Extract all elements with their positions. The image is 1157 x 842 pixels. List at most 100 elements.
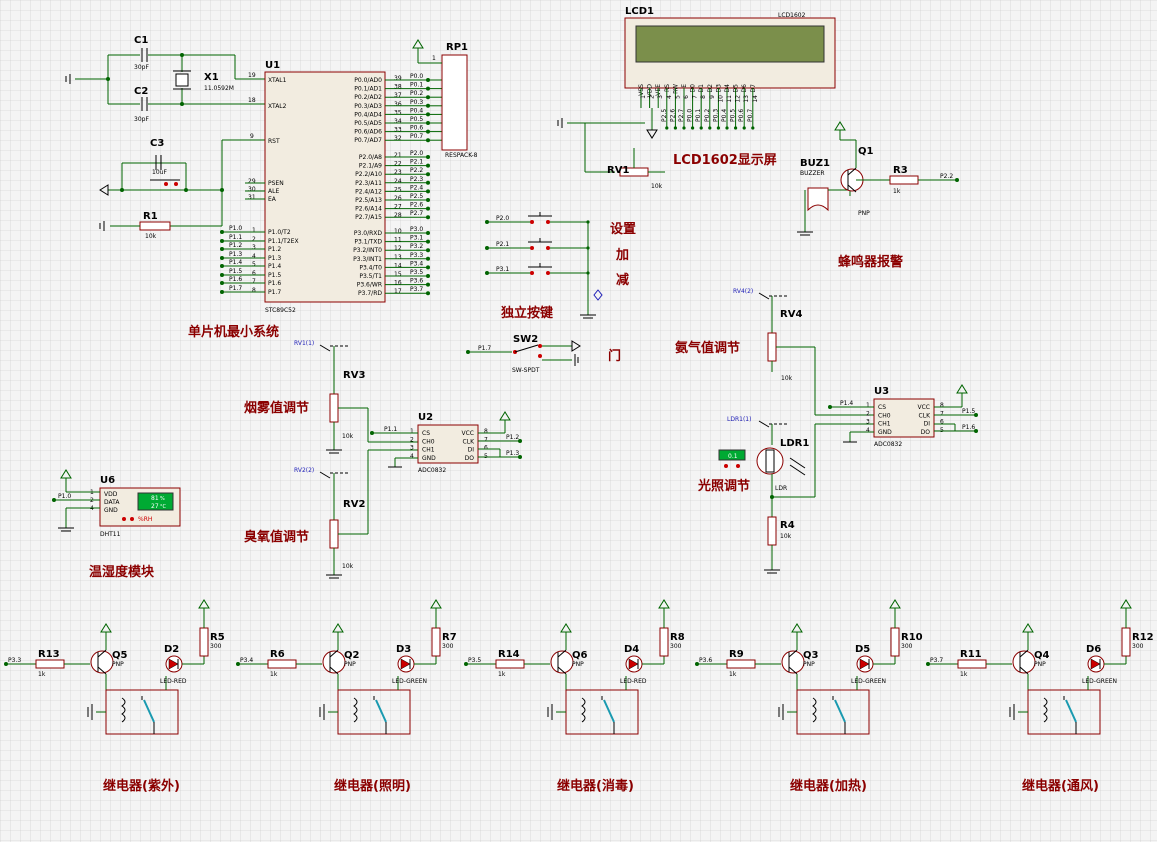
- mcu-left-pin-name: XTAL1: [268, 77, 287, 84]
- mcu-right-pin-num: 17: [394, 288, 402, 295]
- adc-pin-num: 1: [410, 428, 414, 435]
- mcu-right-pin-name: P0.5/AD5: [354, 120, 382, 127]
- mcu-right-pin-num: 25: [394, 186, 402, 193]
- dht-temperature: 27: [151, 503, 159, 510]
- mcu-right-net: P3.0: [410, 226, 423, 233]
- u3-part: ADC0832: [874, 441, 902, 448]
- mcu-right-pin-num: 26: [394, 195, 402, 202]
- mcu-left-net: P1.7: [229, 285, 242, 292]
- mcu-right-net: P2.0: [410, 150, 423, 157]
- mcu-right-pin-name: P2.7/A15: [355, 214, 382, 221]
- relay-rl-value: 300: [901, 643, 913, 650]
- mcu-left-pin-num: 30: [248, 186, 256, 193]
- mcu-right-pin-name: P2.0/A8: [359, 154, 382, 161]
- adc-pin-name: CLK: [463, 438, 476, 445]
- relay-led-part: LED-GREEN: [1082, 678, 1117, 685]
- u2-part: ADC0832: [418, 467, 446, 474]
- mcu-block-caption: 单片机最小系统: [188, 324, 279, 340]
- relay-net: P3.6: [699, 657, 712, 664]
- mcu-right-pin-name: P2.5/A13: [355, 197, 382, 204]
- lcd-pin-net: P2.5: [661, 109, 668, 122]
- smoke-adj-caption: 烟雾值调节: [244, 400, 309, 416]
- mcu-right-net: P0.0: [410, 73, 423, 80]
- dht-unit-deg: °C: [160, 504, 167, 510]
- mcu-left-pin-name: EA: [268, 196, 277, 203]
- mcu-left-pin-name: ALE: [268, 188, 279, 195]
- mcu-left-pin-name: P1.5: [268, 272, 281, 279]
- mcu-right-pin-name: P3.5/T1: [359, 273, 382, 280]
- mcu-left-pins: XTAL1XTAL2RSTPSEN29ALE30EA31P1.0/T21P1.0…: [220, 77, 299, 296]
- u3-net-clk: P1.5: [962, 408, 975, 415]
- lcd-contrast-circuit: RV1 10k: [557, 108, 665, 190]
- mcu-right-pin-num: 27: [394, 204, 402, 211]
- u2-ref: U2: [418, 412, 433, 423]
- mcu-left-pin-num: 31: [248, 194, 256, 201]
- u6-pin-gnd: GND: [104, 507, 118, 514]
- lcd-pin-num: 6: [683, 95, 690, 99]
- adc-pin-num: 8: [484, 428, 488, 435]
- mcu-left-pin-num: 2: [252, 236, 256, 243]
- mcu-right-pin-num: 10: [394, 228, 402, 235]
- mcu-right-pin-num: 37: [394, 92, 402, 99]
- relay-net: P3.7: [930, 657, 943, 664]
- lcd-pin-num: 7: [692, 95, 699, 99]
- lcd-pin-net: P0.3: [712, 109, 719, 122]
- relay-r-ref: R9: [729, 649, 744, 660]
- c2-ref: C2: [134, 86, 148, 97]
- mcu-right-net: P0.7: [410, 133, 423, 140]
- mcu-right-pin-num: 11: [394, 237, 402, 244]
- mcu-left-net: P1.4: [229, 259, 242, 266]
- lcd-pin-num: 13: [743, 95, 750, 103]
- mcu-right-net: P3.6: [410, 278, 423, 285]
- relay-rl-ref: R8: [670, 632, 685, 643]
- dht-block-caption: 温湿度模块: [89, 564, 155, 580]
- mcu-right-pin-name: P0.7/AD7: [354, 137, 382, 144]
- ldr1-terminal: LDR1(1): [727, 416, 751, 423]
- switch-sw2: SW2 SW-SPDT P1.7: [466, 334, 581, 374]
- u2-net-dio: P1.3: [506, 450, 519, 457]
- relay-light-caption: 继电器(照明): [334, 778, 411, 794]
- lcd-block-caption: LCD1602显示屏: [673, 153, 777, 168]
- u6-pin-vdd: VDD: [104, 491, 118, 498]
- mcu-right-pin-num: 14: [394, 262, 402, 269]
- adc-pin-num: 7: [484, 436, 488, 443]
- relay-led-ref: D2: [164, 644, 179, 655]
- respack-rp1: RP1 RESPACK-8 1: [412, 39, 478, 159]
- mcu-right-pin-name: P2.3/A11: [355, 180, 382, 187]
- relay-rl-ref: R10: [901, 632, 923, 643]
- relay-q-part: PNP: [803, 661, 815, 668]
- mcu-left-pin-name: RST: [268, 138, 280, 145]
- dht-humidity: 81: [151, 495, 159, 502]
- mcu-right-net: P0.3: [410, 99, 423, 106]
- relay-heat-caption: 继电器(加热): [790, 778, 867, 794]
- lcd-pin-net: P0.4: [721, 109, 728, 122]
- mcu-right-pin-num: 33: [394, 127, 402, 134]
- mcu-right-pin-num: 22: [394, 161, 402, 168]
- lcd-pin-num: 11: [726, 95, 733, 103]
- lcd-pin-num: 1: [640, 95, 647, 99]
- c3-ref: C3: [150, 138, 164, 149]
- keys-circuit: P2.0P2.1P3.1: [485, 212, 603, 319]
- relay-uv-caption: 继电器(紫外): [103, 778, 180, 794]
- r4-ref: R4: [780, 520, 795, 531]
- mcu-right-net: P3.3: [410, 252, 423, 259]
- u2-net-cs: P1.1: [384, 426, 397, 433]
- relay-r-ref: R13: [38, 649, 60, 660]
- relay-rl-ref: R7: [442, 632, 457, 643]
- adc-pin-name: CH0: [422, 438, 435, 445]
- ozone-pot-rv2: RV2(2) RV2 10k: [294, 449, 418, 579]
- lcd-ref: LCD1: [625, 6, 654, 17]
- mcu-right-pin-name: P0.4/AD4: [354, 111, 382, 118]
- mcu-right-net: P2.6: [410, 202, 423, 209]
- svg-text:19: 19: [248, 72, 256, 79]
- u6-net: P1.0: [58, 493, 71, 500]
- lcd-pin-net: P2.6: [669, 109, 676, 122]
- relay-led-ref: D3: [396, 644, 411, 655]
- relay-q-part: PNP: [572, 661, 584, 668]
- mcu-right-pin-name: P3.2/INT0: [353, 247, 382, 254]
